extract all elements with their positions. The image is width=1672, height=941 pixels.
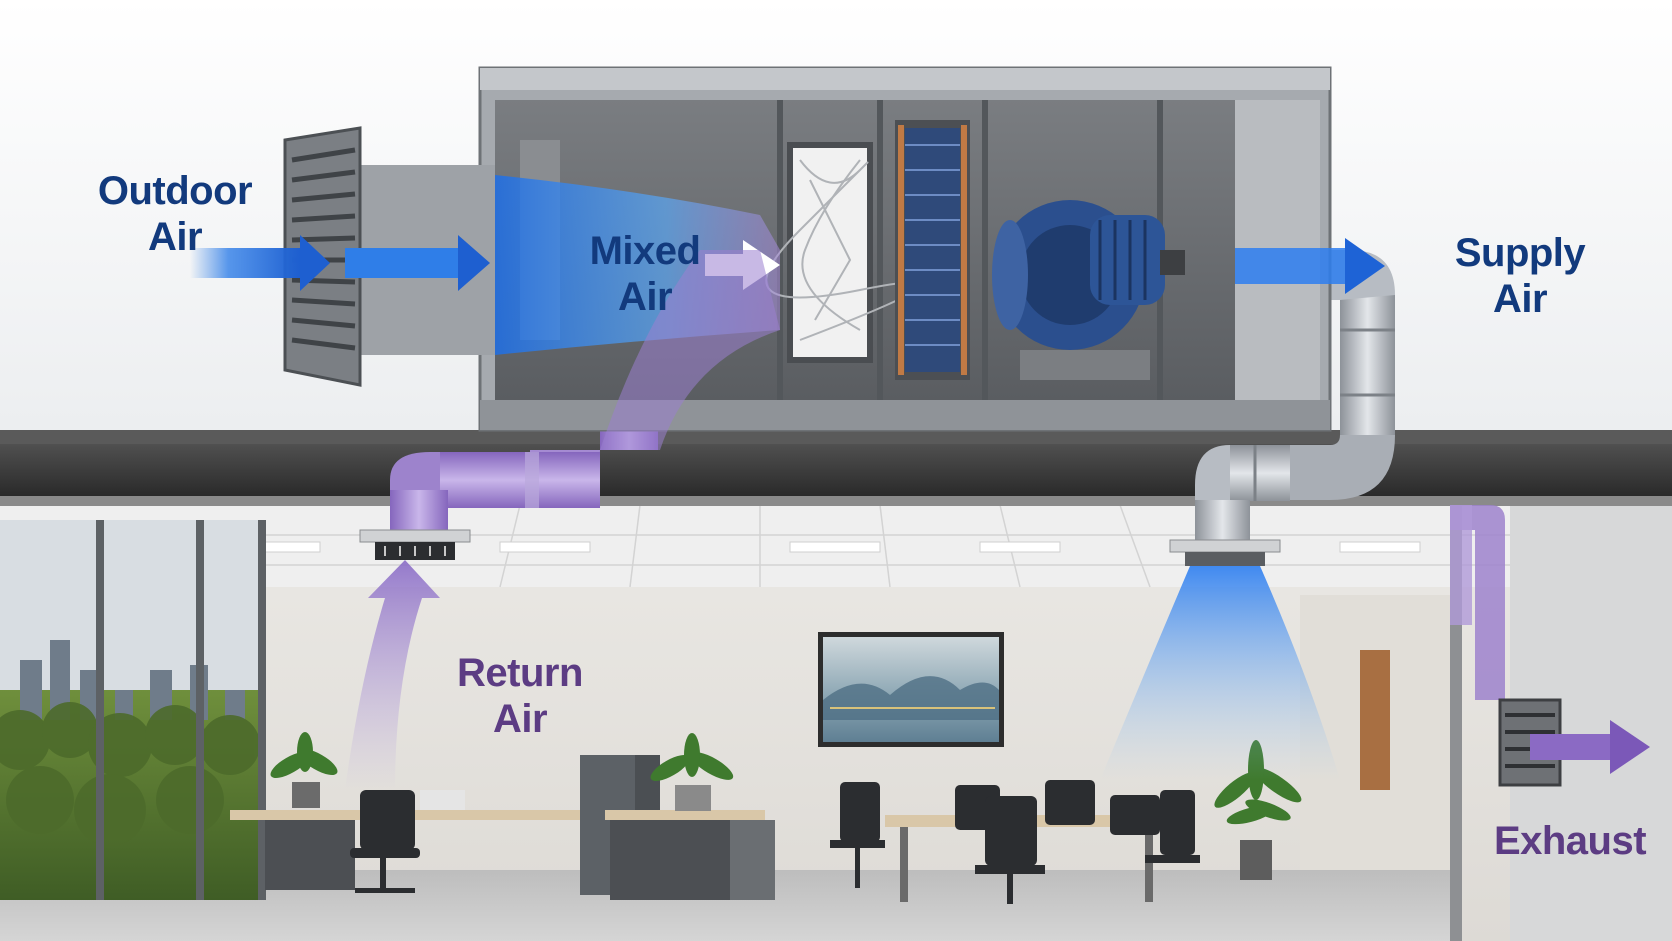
diffuser-icon bbox=[359, 529, 471, 560]
supply-diffuser-icon bbox=[1169, 539, 1281, 566]
painting-icon bbox=[818, 632, 1004, 747]
office-chair-icon bbox=[350, 790, 420, 893]
supply-air-label-line1: Supply bbox=[1454, 231, 1586, 275]
mixed-air-label-line1: Mixed bbox=[589, 229, 701, 273]
exhaust-airflow bbox=[1530, 720, 1650, 774]
blower-icon bbox=[992, 200, 1185, 380]
return-air-label-line2: Air bbox=[492, 697, 548, 741]
conference-chairs bbox=[830, 780, 1200, 904]
filter-icon bbox=[765, 142, 924, 363]
office-interior bbox=[0, 504, 1672, 941]
supply-air-label-line2: Air bbox=[1492, 277, 1548, 321]
mixed-air-label: Mixed Air bbox=[560, 228, 730, 320]
outdoor-air-label: Outdoor Air bbox=[75, 168, 275, 260]
window-icon bbox=[0, 520, 266, 900]
supply-air-label: Supply Air bbox=[1420, 230, 1620, 322]
return-air-label: Return Air bbox=[430, 650, 610, 742]
return-airflow bbox=[345, 250, 780, 790]
supply-airflow bbox=[1100, 238, 1385, 780]
roof-slab bbox=[0, 430, 1672, 506]
exhaust-label-text: Exhaust bbox=[1493, 819, 1647, 863]
exhaust-duct bbox=[1450, 505, 1505, 700]
outdoor-air-label-line2: Air bbox=[147, 215, 203, 259]
outdoor-air-label-line1: Outdoor bbox=[97, 169, 253, 213]
workstation-left bbox=[230, 755, 775, 900]
hallway-door bbox=[1360, 650, 1390, 790]
coil-icon bbox=[895, 120, 970, 380]
return-air-label-line1: Return bbox=[457, 651, 583, 695]
mixed-air-label-line2: Air bbox=[617, 275, 673, 319]
exhaust-label: Exhaust bbox=[1470, 818, 1670, 864]
